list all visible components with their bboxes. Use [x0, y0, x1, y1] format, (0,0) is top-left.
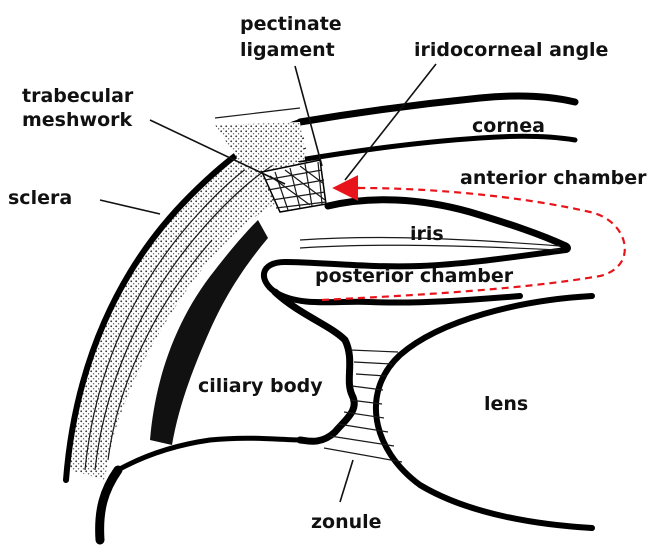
label-trabecular-meshwork-line1: trabecular: [22, 85, 134, 107]
ciliary-body-tissue: [275, 292, 354, 441]
label-posterior-chamber: posterior chamber: [315, 265, 514, 287]
label-iris: iris: [410, 223, 444, 245]
label-zonule: zonule: [311, 511, 382, 533]
label-pectinate-ligament-line2: ligament: [240, 39, 335, 61]
iris-tissue: [264, 200, 571, 303]
label-lens: lens: [484, 393, 528, 415]
label-trabecular-meshwork-line2: meshwork: [22, 109, 132, 131]
label-anterior-chamber: anterior chamber: [460, 167, 647, 189]
label-iridocorneal-angle: iridocorneal angle: [414, 39, 608, 61]
label-pectinate-ligament-line1: pectinate: [240, 13, 342, 35]
label-sclera: sclera: [8, 187, 72, 209]
label-ciliary-body: ciliary body: [198, 375, 323, 397]
label-cornea: cornea: [472, 115, 545, 137]
